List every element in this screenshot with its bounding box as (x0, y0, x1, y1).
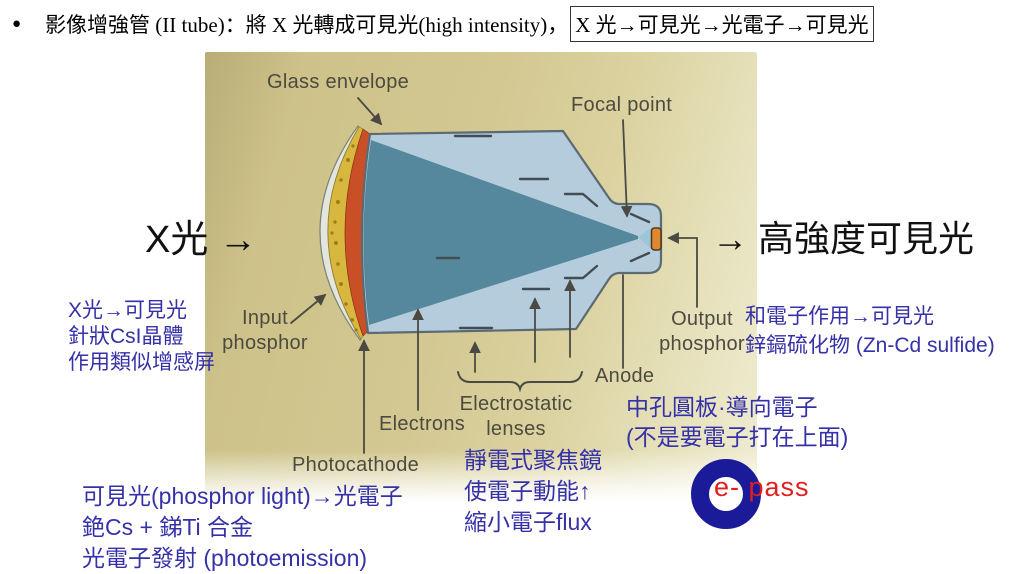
ii-tube-diagram (290, 97, 698, 454)
e-pass-label: e- pass (714, 472, 810, 502)
lens-brace (457, 371, 583, 393)
title-text: 影像增強管 (II tube)：將 X 光轉成可見光(high intensit… (45, 13, 569, 37)
photocathode-note-line3: 光電子發射 (photoemission) (82, 545, 368, 571)
slide-title: ● 影像增強管 (II tube)：將 X 光轉成可見光(high intens… (10, 6, 1022, 42)
lens-note-line3: 縮小電子flux (464, 509, 592, 535)
photocathode-note-line1: 可見光(phosphor light)→光電子 (82, 483, 403, 509)
label-electrons: Electrons (379, 413, 466, 435)
photocathode-note: 可見光(phosphor light)→光電子 銫Cs + 銻Ti 合金 光電子… (82, 481, 403, 574)
output-light-label: → 高強度可見光 (712, 218, 975, 259)
label-input-phosphor: Input phosphor (221, 306, 309, 356)
label-output-line2: phosphor (659, 333, 745, 355)
input-note-line2: 針狀CsI晶體 (68, 325, 184, 348)
anode-note-line1: 中孔圓板·導向電子 (626, 394, 818, 420)
anode-note-line2: (不是要電子打在上面) (626, 424, 849, 450)
label-electrostatic-lenses: Electrostatic lenses (440, 392, 592, 442)
label-output-phosphor: Output phosphor (654, 307, 750, 357)
post-focal-fan (638, 227, 652, 250)
input-note-line3: 作用類似增感屏 (68, 351, 215, 374)
label-output-line1: Output (671, 308, 733, 330)
pointer-lines (290, 97, 698, 454)
lens-note-line1: 靜電式聚焦鏡 (464, 447, 602, 473)
output-note-line2: 鋅鎘硫化物 (Zn-Cd sulfide) (745, 334, 995, 357)
label-glass-envelope: Glass envelope (267, 71, 410, 93)
label-input-line1: Input (242, 307, 288, 329)
textbook-photo (205, 52, 757, 502)
input-phosphor-note: X光→可見光 針狀CsI晶體 作用類似增感屏 (68, 298, 215, 376)
electron-pass-ring (691, 459, 761, 529)
electrode-marks (435, 134, 651, 330)
label-electrostatic-line2: lenses (486, 418, 546, 440)
lens-note-line2: 使電子動能↑ (464, 478, 591, 504)
phosphor-speckles (330, 144, 358, 332)
title-boxed-flow: X 光→可見光→光電子→可見光 (570, 6, 874, 42)
bullet-icon: ● (12, 15, 22, 32)
output-phosphor-note: 和電子作用→可見光 鋅鎘硫化物 (Zn-Cd sulfide) (745, 302, 995, 360)
output-note-line1: 和電子作用→可見光 (745, 305, 934, 328)
label-input-line2: phosphor (222, 332, 308, 354)
electron-beam-cone (363, 140, 638, 325)
lens-note: 靜電式聚焦鏡 使電子動能↑ 縮小電子flux (464, 445, 602, 538)
input-note-line1: X光→可見光 (68, 299, 188, 322)
label-focal-point: Focal point (571, 94, 673, 116)
label-photocathode: Photocathode (292, 454, 420, 476)
xray-in-label: X光 → (145, 219, 257, 261)
anode-note: 中孔圓板·導向電子 (不是要電子打在上面) (626, 392, 848, 452)
label-anode: Anode (595, 365, 655, 387)
output-phosphor-element (650, 227, 662, 251)
label-electrostatic-line1: Electrostatic (459, 393, 573, 415)
photocathode-note-line2: 銫Cs + 銻Ti 合金 (82, 514, 254, 540)
